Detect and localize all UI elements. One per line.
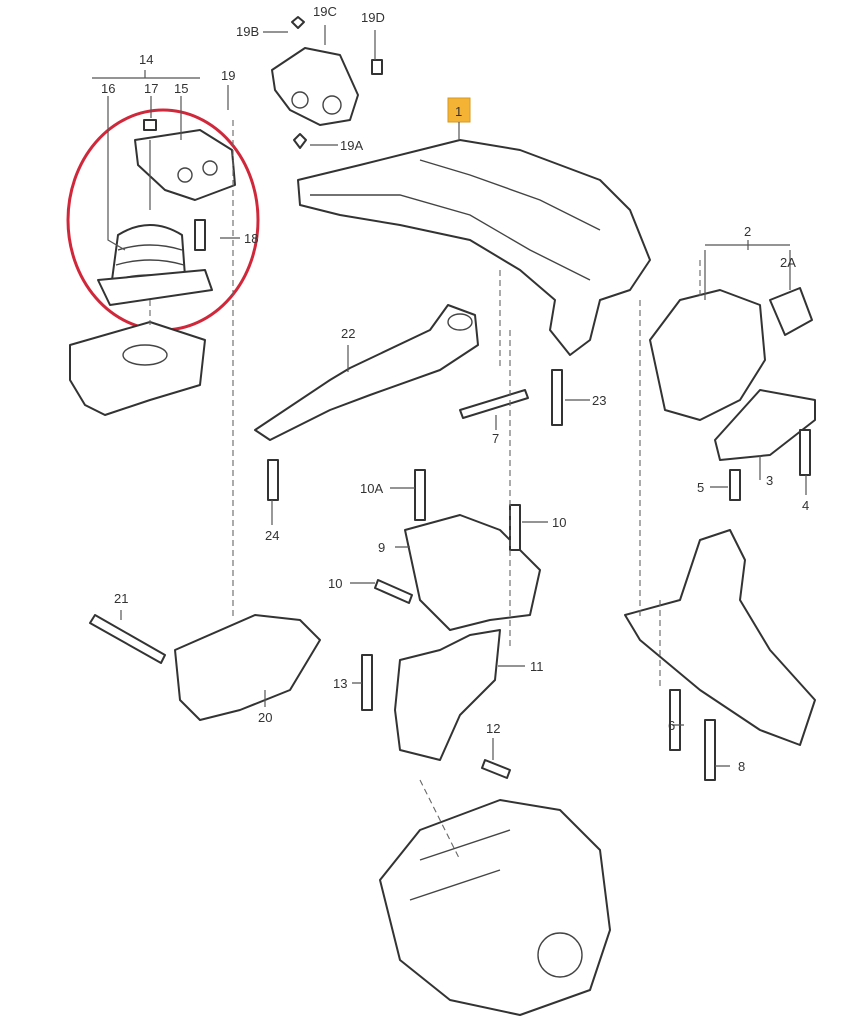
label-19d[interactable]: 19D (361, 10, 385, 25)
torque-arm (254, 304, 479, 441)
pendulum-mount-9 (404, 514, 541, 631)
label-3[interactable]: 3 (766, 473, 773, 488)
label-7[interactable]: 7 (492, 431, 499, 446)
bracket-20 (174, 614, 321, 721)
label-24[interactable]: 24 (265, 528, 279, 543)
label-10-lower[interactable]: 10 (328, 576, 342, 591)
gearbox-mount-19c (271, 47, 359, 126)
label-20[interactable]: 20 (258, 710, 272, 725)
label-6[interactable]: 6 (668, 718, 675, 733)
label-16[interactable]: 16 (101, 81, 115, 96)
label-23[interactable]: 23 (592, 393, 606, 408)
label-1[interactable]: 1 (455, 104, 462, 119)
subframe (297, 139, 651, 356)
label-5[interactable]: 5 (697, 480, 704, 495)
label-18[interactable]: 18 (244, 231, 258, 246)
label-19a[interactable]: 19A (340, 138, 363, 153)
label-9[interactable]: 9 (378, 540, 385, 555)
gearbox (379, 799, 611, 1016)
label-14[interactable]: 14 (139, 52, 153, 67)
part-labels: 14 16 17 15 19 19B 19C 19D 19A 1 18 2 2A… (101, 4, 809, 774)
label-22[interactable]: 22 (341, 326, 355, 341)
label-2[interactable]: 2 (744, 224, 751, 239)
label-13[interactable]: 13 (333, 676, 347, 691)
label-19b[interactable]: 19B (236, 24, 259, 39)
label-11[interactable]: 11 (530, 659, 544, 674)
control-arm (624, 529, 816, 746)
label-17[interactable]: 17 (144, 81, 158, 96)
label-4[interactable]: 4 (802, 498, 809, 513)
label-10-upper[interactable]: 10 (552, 515, 566, 530)
label-8[interactable]: 8 (738, 759, 745, 774)
label-19c[interactable]: 19C (313, 4, 337, 19)
label-2a[interactable]: 2A (780, 255, 796, 270)
mount-bracket (69, 321, 206, 416)
label-12[interactable]: 12 (486, 721, 500, 736)
label-10a[interactable]: 10A (360, 481, 383, 496)
label-15[interactable]: 15 (174, 81, 188, 96)
label-19[interactable]: 19 (221, 68, 235, 83)
wheel-bearing-housing (649, 289, 766, 421)
label-21[interactable]: 21 (114, 591, 128, 606)
engine-mount-assembly (97, 119, 236, 306)
bracket-3 (714, 389, 816, 461)
bracket-11 (394, 629, 501, 761)
